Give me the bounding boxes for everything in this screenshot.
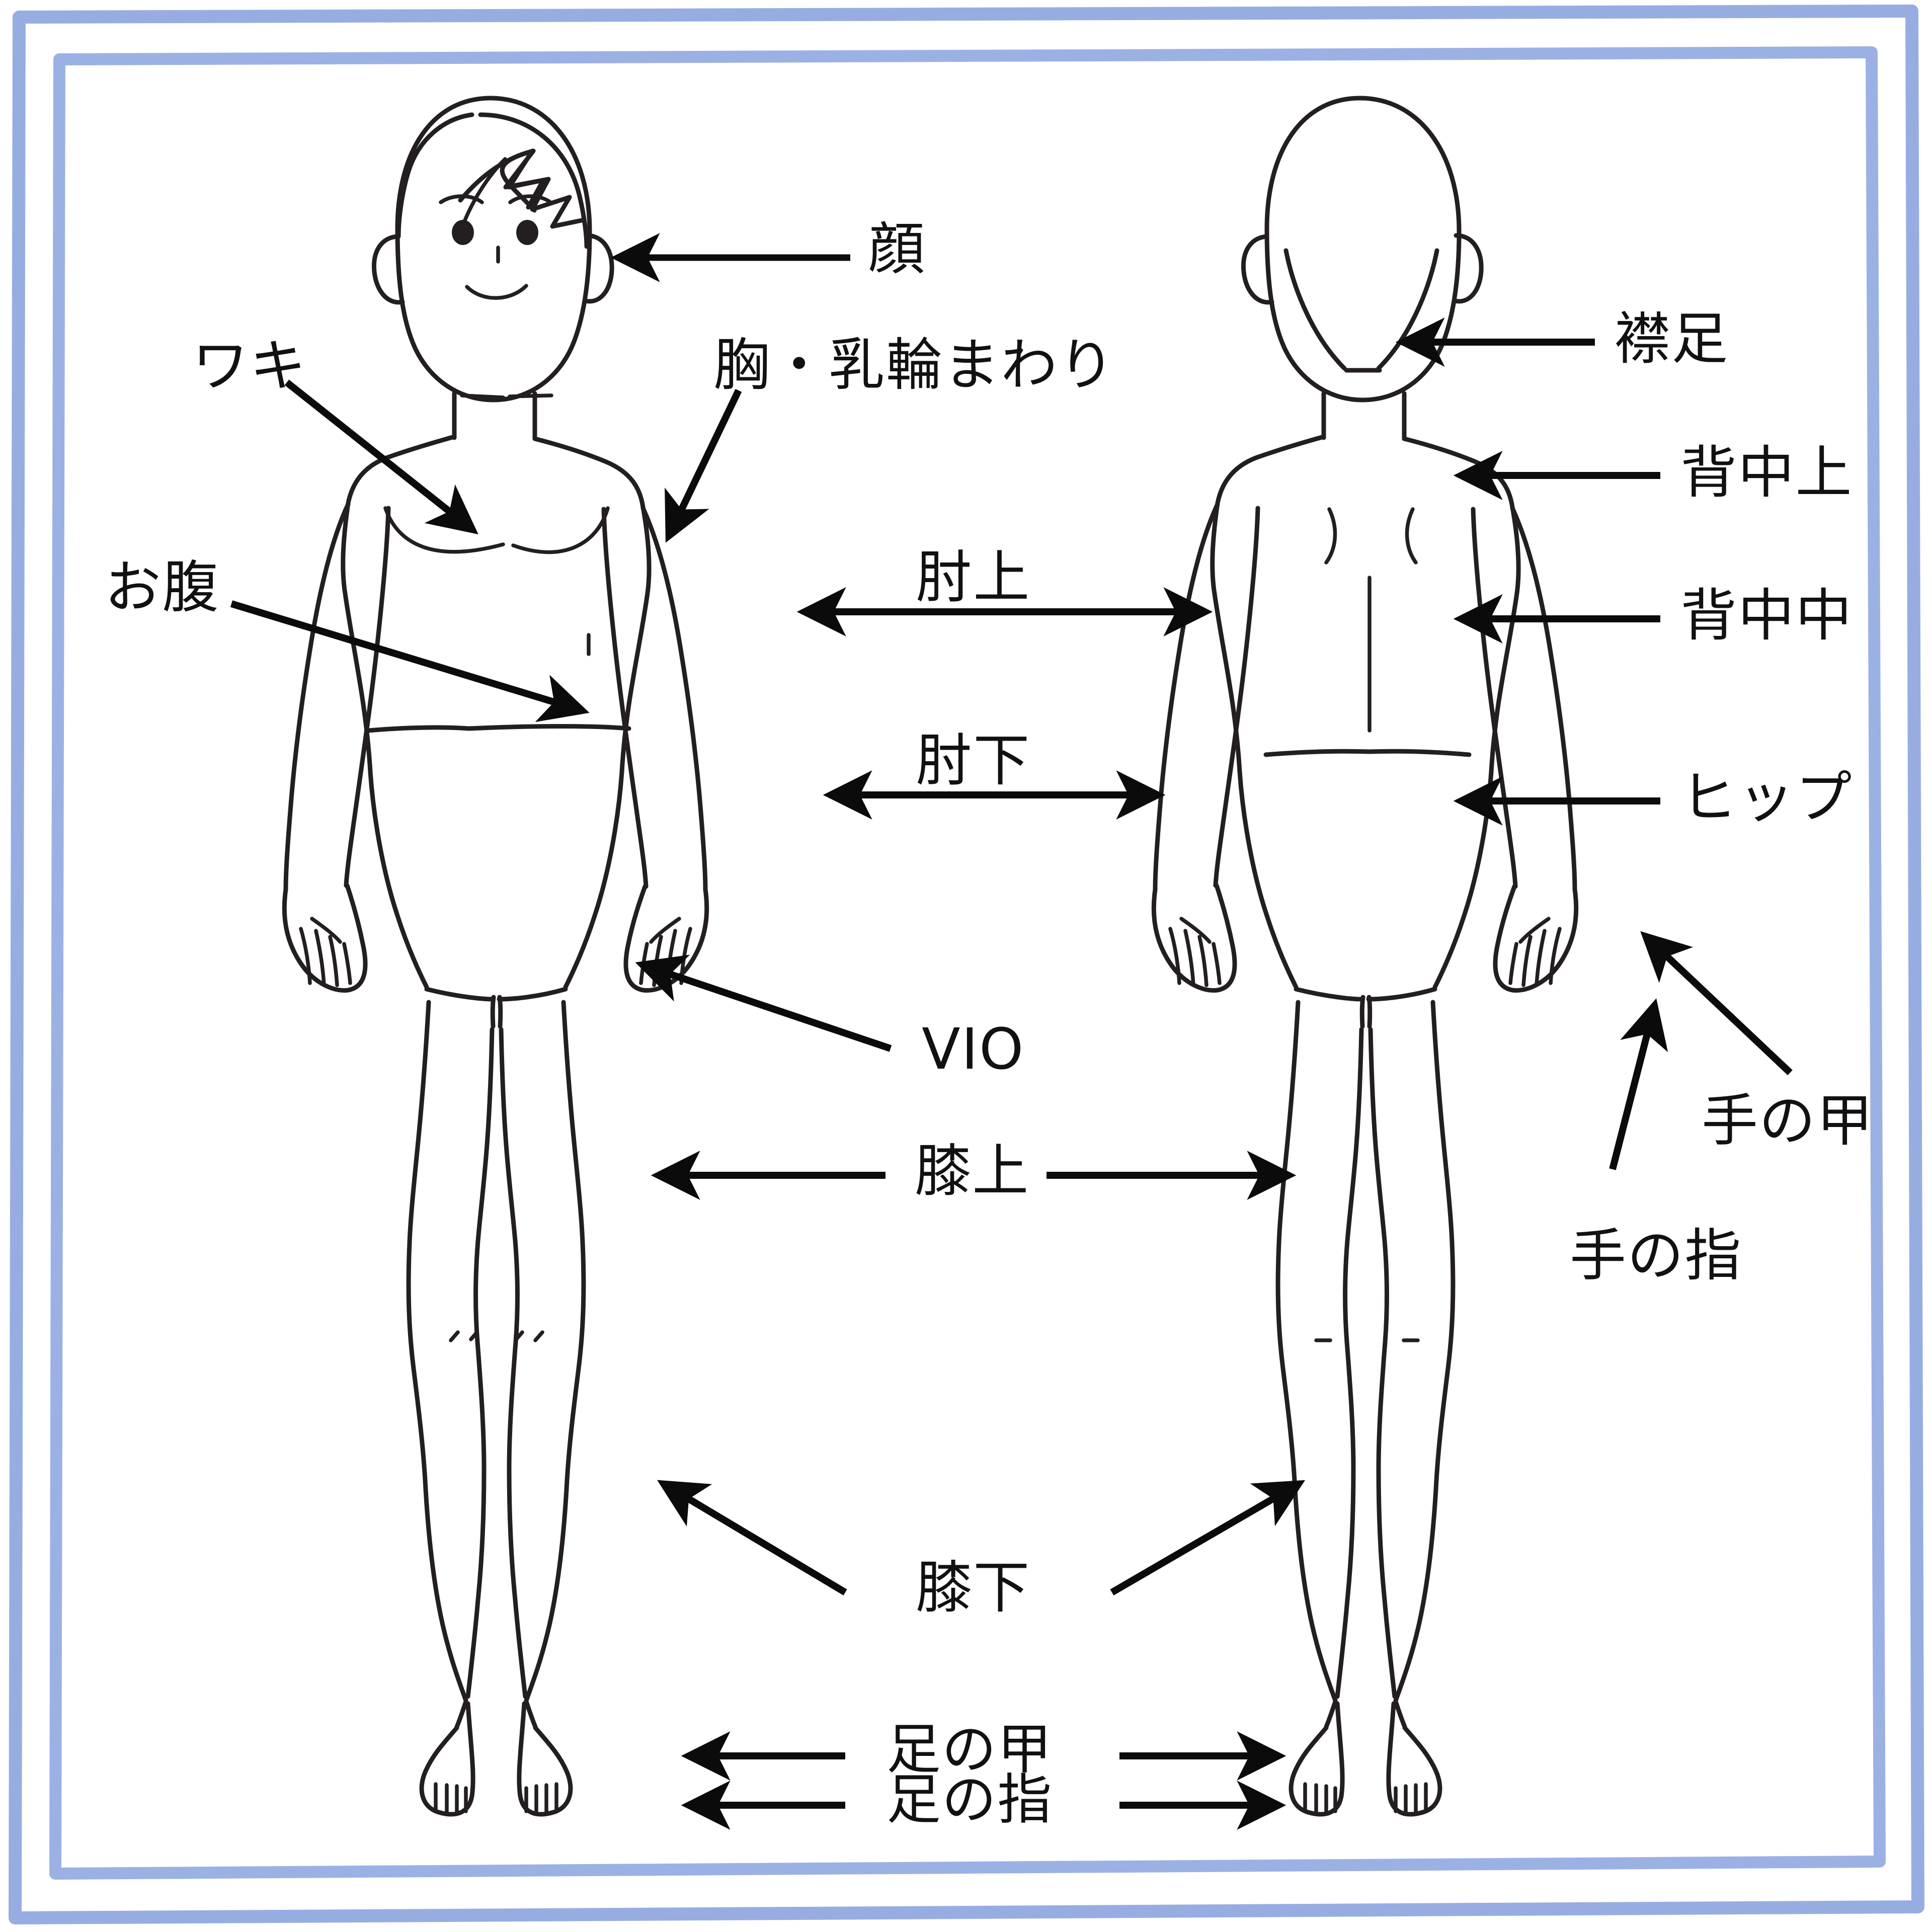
label-kao: 顔 (868, 217, 926, 282)
label-hizashita: 膝下 (916, 1555, 1031, 1621)
label-waki: ワキ (192, 334, 307, 399)
label-tenokou: 手の甲 (1702, 1088, 1874, 1154)
label-hizaue: 膝上 (915, 1139, 1030, 1204)
label-hippu: ヒップ (1680, 765, 1853, 831)
back-view-body (1151, 96, 1579, 1817)
leader-vio (635, 954, 892, 1052)
leader-tenoyubi (1609, 998, 1668, 1170)
leader-waki (284, 379, 478, 535)
decorative-frame (9, 5, 1924, 1924)
leader-mune (665, 388, 742, 543)
label-ashinokou: 足の甲 (887, 1718, 1053, 1781)
label-ashinoyubi: 足の指 (887, 1768, 1053, 1831)
label-vio: VIO (922, 1017, 1025, 1082)
label-tenoyubi: 手の指 (1570, 1223, 1742, 1289)
label-hijiue: 肘上 (916, 545, 1031, 610)
label-senakanaka: 背中中 (1680, 583, 1853, 649)
leader-tenokou (1640, 931, 1793, 1076)
label-mune: 胸・乳輪まわり (713, 333, 1116, 398)
front-view-body (282, 96, 709, 1817)
label-senakaue: 背中上 (1680, 440, 1853, 506)
label-hijishita: 肘下 (916, 728, 1031, 793)
leader-hizashita (657, 1480, 1306, 1596)
label-eriashi: 襟足 (1614, 306, 1729, 372)
leader-onaka (230, 600, 590, 722)
label-onaka: お腹 (105, 555, 220, 620)
